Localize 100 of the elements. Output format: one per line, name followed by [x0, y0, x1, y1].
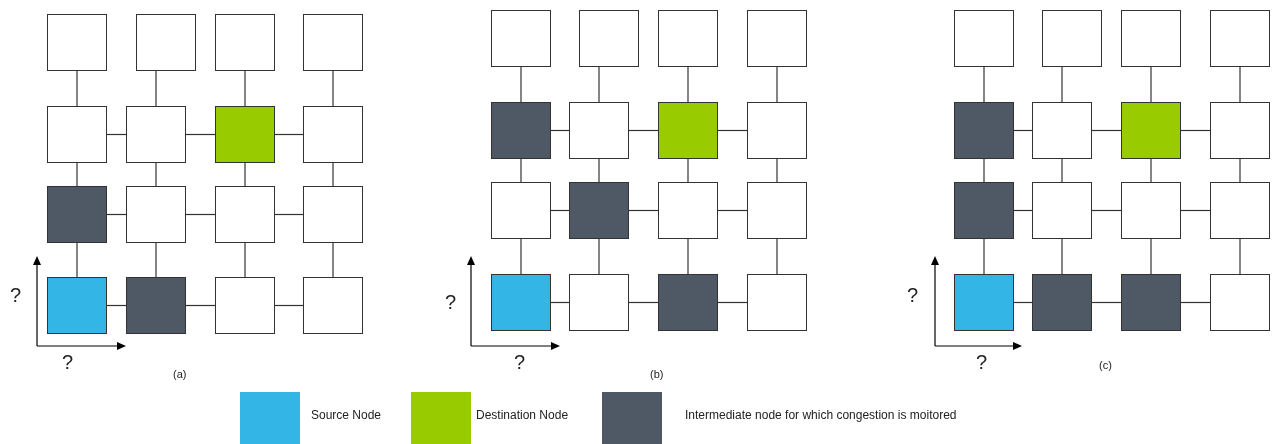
connector-line: [520, 66, 522, 103]
connector-line: [1061, 238, 1063, 275]
node-box: [1210, 274, 1270, 331]
connector-line: [717, 129, 748, 132]
connector-line: [628, 129, 659, 132]
node-box: [579, 10, 639, 67]
node-box: [569, 102, 629, 159]
filled-node-box: [126, 277, 186, 334]
panel-caption: (a): [173, 367, 187, 382]
node-box: [215, 186, 275, 243]
node-box: [569, 274, 629, 331]
node-box: [1210, 102, 1270, 159]
connector-line: [983, 158, 985, 183]
connector-line: [717, 301, 748, 304]
filled-node-box: [658, 274, 718, 331]
connector-line: [1150, 238, 1152, 275]
connector-line: [1091, 209, 1122, 212]
connector-line: [106, 213, 127, 216]
filled-node-box: [569, 182, 629, 239]
connector-line: [76, 70, 78, 107]
axis-label: ?: [514, 352, 526, 372]
connector-line: [185, 304, 216, 307]
filled-node-box: [47, 277, 107, 334]
connector-line: [76, 242, 78, 278]
node-box: [658, 10, 718, 67]
connector-line: [520, 158, 522, 183]
node-box: [491, 182, 551, 239]
connector-line: [983, 66, 985, 103]
connector-line: [1239, 66, 1241, 103]
node-box: [47, 106, 107, 163]
connector-line: [332, 162, 334, 187]
node-box: [303, 106, 363, 163]
connector-line: [776, 158, 778, 183]
filled-node-box: [491, 102, 551, 159]
connector-line: [1091, 301, 1122, 304]
filled-node-box: [1121, 102, 1181, 159]
node-box: [747, 102, 807, 159]
connector-line: [628, 301, 659, 304]
node-box: [47, 14, 107, 71]
filled-node-box: [215, 106, 275, 163]
connector-line: [155, 242, 157, 278]
connector-line: [1061, 66, 1063, 103]
connector-line: [687, 238, 689, 275]
axis-label: ?: [976, 352, 988, 372]
connector-line: [332, 242, 334, 278]
node-box: [215, 277, 275, 334]
node-box: [215, 14, 275, 71]
connector-line: [598, 66, 600, 103]
connector-line: [1091, 129, 1122, 132]
connector-line: [687, 66, 689, 103]
node-box: [126, 186, 186, 243]
connector-line: [244, 70, 246, 107]
connector-line: [1239, 238, 1241, 275]
connector-line: [520, 238, 522, 275]
connector-line: [1150, 158, 1152, 183]
filled-node-box: [491, 274, 551, 331]
node-box: [303, 186, 363, 243]
axis-label: ?: [10, 285, 22, 305]
connector-line: [332, 70, 334, 107]
connector-line: [155, 70, 157, 107]
connector-line: [244, 242, 246, 278]
filled-node-box: [1032, 274, 1092, 331]
connector-line: [776, 238, 778, 275]
node-box: [491, 10, 551, 67]
connector-line: [628, 209, 659, 212]
legend-label: Destination Node: [476, 407, 569, 424]
connector-line: [106, 133, 127, 136]
axis-label: ?: [445, 292, 457, 312]
connector-line: [687, 158, 689, 183]
filled-node-box: [47, 186, 107, 243]
filled-node-box: [954, 102, 1014, 159]
node-box: [126, 106, 186, 163]
node-box: [747, 10, 807, 67]
connector-line: [244, 162, 246, 187]
node-box: [136, 14, 196, 71]
node-box: [1042, 10, 1102, 67]
node-box: [1210, 182, 1270, 239]
axis-label: ?: [62, 352, 74, 372]
filled-node-box: [1121, 274, 1181, 331]
node-box: [1210, 10, 1270, 67]
legend-label: Source Node: [311, 407, 382, 424]
node-box: [1121, 182, 1181, 239]
node-box: [1032, 182, 1092, 239]
connector-line: [274, 213, 304, 216]
node-box: [303, 14, 363, 71]
connector-line: [185, 213, 216, 216]
connector-line: [717, 209, 748, 212]
node-box: [1121, 10, 1181, 67]
connector-line: [274, 133, 304, 136]
node-box: [658, 182, 718, 239]
connector-line: [598, 238, 600, 275]
node-box: [954, 10, 1014, 67]
legend-label: Intermediate node for which congestion is moitored: [685, 407, 957, 424]
filled-node-box: [954, 274, 1014, 331]
connector-line: [274, 304, 304, 307]
node-box: [1032, 102, 1092, 159]
connector-line: [598, 158, 600, 183]
connector-line: [155, 162, 157, 187]
panel-caption: (c): [1099, 358, 1112, 373]
filled-node-box: [954, 182, 1014, 239]
